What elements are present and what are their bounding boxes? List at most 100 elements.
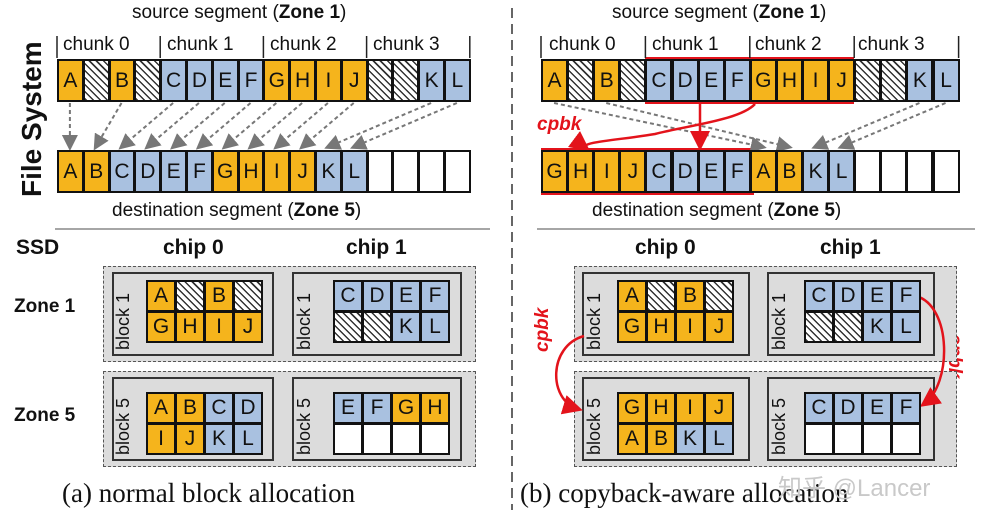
a-src-cell-11: J — [340, 59, 368, 102]
a-caption: (a) normal block allocation — [62, 478, 356, 508]
a-chip1-b5-cell-0-0: E — [333, 392, 363, 424]
a-chip1-b5-cell-1-3 — [420, 423, 450, 455]
a-src-cell-7: F — [237, 59, 265, 102]
a-chip0-b5-cell-0-3: D — [233, 392, 263, 424]
cpbk-arrow-ghij — [568, 103, 756, 152]
b-src-cell-6: E — [697, 59, 725, 102]
a-src-cell-0: A — [57, 59, 84, 102]
a-src-cell-13 — [392, 59, 420, 102]
a-arrows-move-I — [273, 102, 329, 150]
a-chip1-b5-cell-1-0 — [333, 423, 363, 455]
b-chip0-b1-cell-1-1: H — [646, 311, 676, 343]
a-arrows-move-E — [170, 102, 226, 150]
a-chip1-b5-cell-0-2: G — [391, 392, 421, 424]
a-chip1-label: chip 1 — [346, 236, 407, 259]
a-chip1-b5-cell-1-2 — [391, 423, 421, 455]
a-chip1-b1-cell-1-1 — [362, 311, 392, 343]
b-src-cell-15: L — [932, 59, 960, 102]
b-arrows-move-B — [606, 102, 793, 152]
b-chip0-b1-cell-1-2: I — [675, 311, 705, 343]
b-chip1-b1-cell-1-2: K — [862, 311, 892, 343]
a-dest-label: destination segment ( — [112, 200, 294, 221]
b-src-cell-14: K — [906, 59, 934, 102]
b-chip1-b1-cell-1-3: L — [891, 311, 921, 343]
b-chip0-b1-cell-1-0: G — [617, 311, 647, 343]
zone1-label: Zone 1 — [14, 296, 76, 317]
b-source-close: ) — [820, 2, 827, 23]
b-arrows-move-A — [553, 102, 767, 153]
a-chip1-b1-cell-0-2: E — [391, 280, 421, 312]
a-source-title: source segment (Zone 1) — [132, 2, 346, 24]
a-src-cell-1 — [82, 59, 110, 102]
a-chip0-b5-cell-1-3: L — [233, 423, 263, 455]
b-dst-cell-3: J — [619, 150, 647, 193]
b-dst-cell-12 — [854, 150, 882, 193]
a-source-zone: Zone 1 — [278, 2, 341, 23]
b-chip1-b5-cell-0-3: F — [891, 392, 921, 424]
a-arrows-move-G — [221, 102, 277, 150]
a-chip0-b1-cell-0-0: A — [146, 280, 176, 312]
b-dst-cell-14 — [906, 150, 934, 193]
a-dst-cell-13 — [392, 150, 420, 193]
b-src-cell-5: D — [671, 59, 699, 102]
a-dst-cell-8: I — [263, 150, 291, 193]
b-chip0-b1-cell-1-3: J — [704, 311, 734, 343]
b-dst-cell-15 — [932, 150, 960, 193]
a-chip0-b5-cell-0-0: A — [146, 392, 176, 424]
b-dst-cell-7: F — [723, 150, 751, 193]
a-src-cell-4: C — [160, 59, 187, 102]
b-chip1-b5-cell-0-1: D — [833, 392, 863, 424]
a-arrows-move-J — [299, 102, 355, 150]
b-chip1-b5-cell-1-3 — [891, 423, 921, 455]
b-caption: (b) copyback-aware allocation — [520, 478, 849, 508]
a-src-cell-12 — [366, 59, 394, 102]
b-chip1-label: chip 1 — [820, 236, 881, 259]
b-source-zone: Zone 1 — [758, 2, 821, 23]
a-dst-cell-9: J — [289, 150, 316, 193]
a-chunk-1: chunk 1 — [167, 34, 234, 55]
b-dest-label: destination segment ( — [592, 200, 774, 221]
a-chip0-b1-cell-1-0: G — [146, 311, 176, 343]
b-src-cell-9: H — [775, 59, 803, 102]
file-system-label: File System — [16, 41, 47, 197]
b-chunk-1: chunk 1 — [652, 34, 719, 55]
a-dst-cell-11: L — [340, 150, 368, 193]
a-arrows-move-L — [350, 102, 458, 150]
a-arrows-move-K — [324, 102, 432, 150]
a-dst-cell-0: A — [57, 150, 84, 193]
b-source-title: source segment (Zone 1) — [612, 2, 826, 24]
b-chip0-label: chip 0 — [635, 236, 696, 259]
a-chip0-b1-cell-1-2: I — [204, 311, 234, 343]
a-arrows-move-B — [93, 102, 123, 151]
a-src-cell-5: D — [186, 59, 213, 102]
a-chunk-0: chunk 0 — [63, 34, 130, 55]
b-chip0-b1-cell-0-2: B — [675, 280, 705, 312]
b-src-cell-0: A — [541, 59, 569, 102]
b-dst-cell-13 — [880, 150, 908, 193]
a-chunk-2: chunk 2 — [270, 34, 337, 55]
watermark: 知乎 @Lancer — [778, 475, 931, 502]
b-dest-close: ) — [834, 200, 842, 221]
b-chip1-block5-label: block 5 — [769, 397, 789, 455]
b-chip0-b5-cell-0-2: I — [675, 392, 705, 424]
b-src-cell-3 — [619, 59, 647, 102]
b-chip1-b5-cell-1-2 — [862, 423, 892, 455]
a-dst-cell-5: F — [186, 150, 213, 193]
b-chunk-2: chunk 2 — [755, 34, 822, 55]
b-chip1-b1-cell-1-0 — [804, 311, 834, 343]
a-chip0-block1-label: block 1 — [113, 292, 133, 350]
b-src-cell-10: I — [802, 59, 830, 102]
a-src-cell-8: G — [263, 59, 291, 102]
a-chip0-b5-cell-1-2: K — [204, 423, 234, 455]
a-src-cell-3 — [134, 59, 162, 102]
a-chip0-b5-cell-1-1: J — [175, 423, 205, 455]
b-chip0-b5-cell-1-3: L — [704, 423, 734, 455]
a-chunk-3: chunk 3 — [373, 34, 440, 55]
b-chip0-b1-cell-0-3 — [704, 280, 734, 312]
a-chip1-b5-cell-0-3: H — [420, 392, 450, 424]
b-dst-cell-11: L — [828, 150, 856, 193]
b-dst-cell-2: I — [593, 150, 621, 193]
a-chip1-b1-cell-1-0 — [333, 311, 363, 343]
a-chip0-block5-label: block 5 — [113, 397, 133, 455]
a-arrows-move-H — [247, 102, 303, 150]
